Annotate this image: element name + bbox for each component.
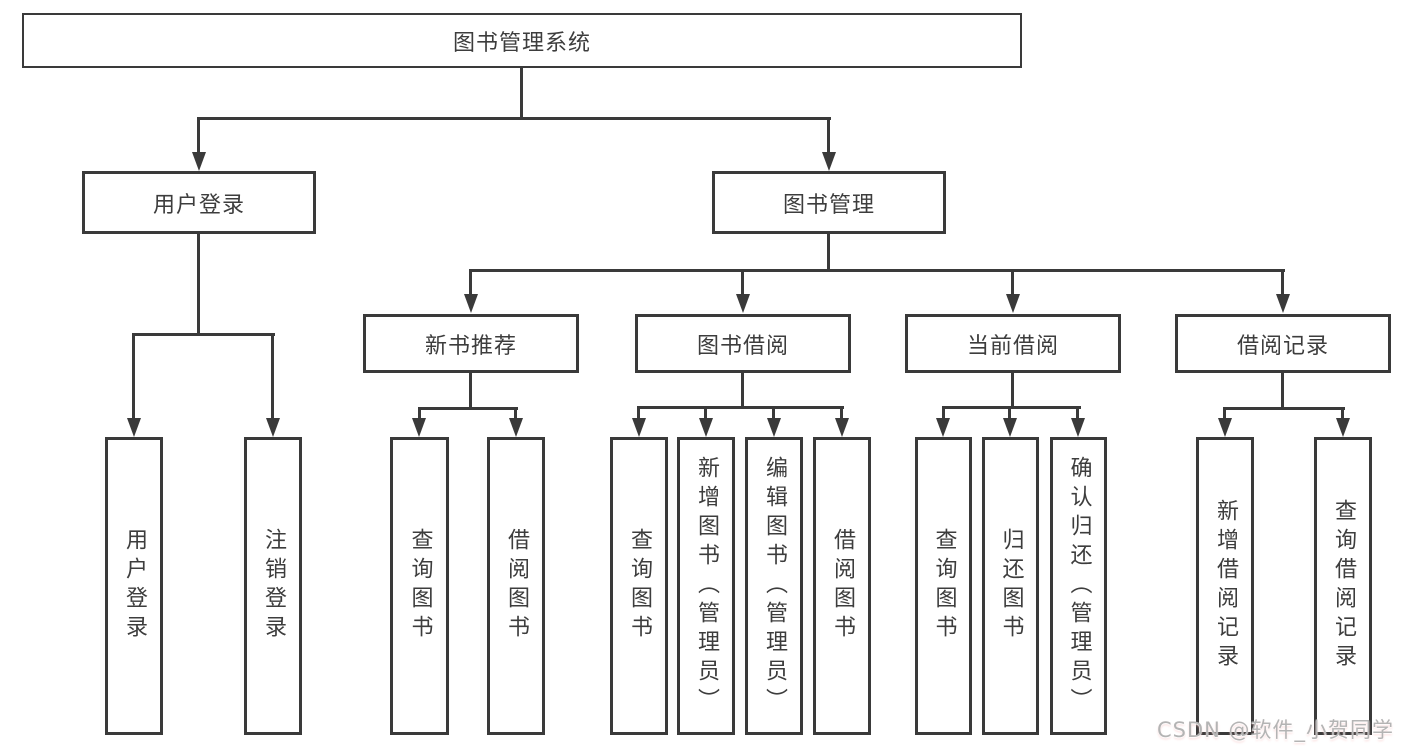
connector-currentborrow-vline	[1011, 373, 1014, 409]
arrowhead-down-icon	[1336, 418, 1350, 437]
arrowhead-down-icon	[192, 152, 206, 171]
leaf-label: 借阅图书	[504, 528, 529, 644]
node-library-management-system: 图书管理系统	[22, 13, 1022, 68]
connector-borrowrecord-stem-1	[1223, 407, 1226, 418]
connector-bookborrow-stem-4	[840, 406, 843, 418]
leaf-label: 查询借阅记录	[1331, 499, 1356, 673]
connector-bookborrow-stem-1	[637, 406, 640, 418]
arrowhead-down-icon	[1006, 294, 1020, 313]
arrowhead-down-icon	[127, 418, 141, 437]
node-current-borrowing: 当前借阅	[905, 314, 1121, 373]
arrowhead-down-icon	[509, 418, 523, 437]
leaf-return-books: 归还图书	[982, 437, 1039, 735]
connector-root-stem-right	[827, 117, 830, 153]
leaf-query-books-newbook: 查询图书	[390, 437, 449, 735]
node-user-login-branch: 用户登录	[82, 171, 316, 234]
leaf-logout: 注销登录	[244, 437, 302, 735]
leaf-label: 查询图书	[407, 528, 433, 644]
leaf-label: 查询图书	[931, 528, 957, 644]
arrowhead-down-icon	[822, 152, 836, 171]
node-book-borrowing: 图书借阅	[635, 314, 851, 373]
csdn-watermark: CSDN @软件_小贺同学	[1157, 718, 1395, 742]
connector-newbook-vline	[469, 373, 472, 410]
arrowhead-down-icon	[767, 418, 781, 437]
connector-bookborrow-stem-3	[772, 406, 775, 418]
leaf-add-borrow-record: 新增借阅记录	[1196, 437, 1254, 735]
leaf-label: 查询图书	[627, 528, 652, 644]
connector-userlogin-vline	[197, 232, 200, 336]
connector-borrowrecord-vline	[1281, 373, 1284, 410]
connector-bookmgmt-stem-3	[1011, 269, 1014, 296]
arrowhead-down-icon	[1003, 418, 1017, 437]
leaf-label: 编辑图书（管理员）	[762, 455, 787, 717]
arrowhead-down-icon	[936, 418, 950, 437]
node-label: 图书管理系统	[452, 30, 591, 56]
connector-bookborrow-stem-2	[704, 406, 707, 418]
node-borrowing-records: 借阅记录	[1175, 314, 1391, 373]
leaf-query-books-current: 查询图书	[915, 437, 972, 735]
leaf-confirm-return-admin: 确认归还（管理员）	[1050, 437, 1107, 735]
connector-bookmgmt-stem-4	[1281, 269, 1284, 296]
connector-borrowrecord-stem-2	[1341, 407, 1344, 418]
leaf-borrow-books-newbook: 借阅图书	[487, 437, 545, 735]
connector-bookborrow-hline	[637, 406, 844, 409]
connector-newbook-stem-1	[418, 407, 421, 418]
node-label: 图书借阅	[696, 333, 789, 359]
arrowhead-down-icon	[699, 418, 713, 437]
node-label: 图书管理	[782, 192, 875, 218]
leaf-label: 新增借阅记录	[1213, 499, 1238, 673]
leaf-label: 借阅图书	[830, 528, 855, 644]
connector-bookmgmt-stem-1	[469, 269, 472, 296]
leaf-label: 新增图书（管理员）	[694, 455, 719, 717]
arrowhead-down-icon	[266, 418, 280, 437]
leaf-borrow-books-borrow: 借阅图书	[813, 437, 871, 735]
node-book-management: 图书管理	[712, 171, 946, 234]
connector-root-vline	[520, 66, 523, 120]
arrowhead-down-icon	[1071, 418, 1085, 437]
leaf-label: 注销登录	[261, 528, 286, 644]
leaf-query-books-borrow: 查询图书	[610, 437, 668, 735]
connector-bookborrow-vline	[741, 373, 744, 409]
connector-borrowrecord-hline	[1223, 407, 1345, 410]
connector-currentborrow-stem-3	[1076, 406, 1079, 418]
leaf-edit-book-admin: 编辑图书（管理员）	[745, 437, 803, 735]
arrowhead-down-icon	[464, 294, 478, 313]
connector-userlogin-stem-1	[132, 333, 135, 418]
node-label: 当前借阅	[966, 333, 1059, 359]
leaf-label: 确认归还（管理员）	[1066, 455, 1092, 717]
connector-userlogin-hline	[132, 333, 275, 336]
arrowhead-down-icon	[736, 294, 750, 313]
arrowhead-down-icon	[632, 418, 646, 437]
node-label: 借阅记录	[1236, 333, 1329, 359]
connector-bookmgmt-vline	[827, 232, 830, 272]
node-new-book-recommend: 新书推荐	[363, 314, 579, 373]
arrowhead-down-icon	[412, 418, 426, 437]
connector-currentborrow-hline	[942, 406, 1081, 409]
connector-newbook-hline	[418, 407, 518, 410]
connector-newbook-stem-2	[514, 407, 517, 418]
connector-currentborrow-stem-1	[942, 406, 945, 418]
node-label: 新书推荐	[424, 333, 517, 359]
leaf-query-borrow-record: 查询借阅记录	[1314, 437, 1372, 735]
leaf-add-book-admin: 新增图书（管理员）	[677, 437, 735, 735]
leaf-label: 用户登录	[122, 528, 147, 644]
connector-userlogin-stem-2	[271, 333, 274, 418]
connector-currentborrow-stem-2	[1008, 406, 1011, 418]
arrowhead-down-icon	[835, 418, 849, 437]
leaf-label: 归还图书	[998, 528, 1024, 644]
connector-root-hline	[197, 117, 831, 120]
arrowhead-down-icon	[1276, 294, 1290, 313]
node-label: 用户登录	[152, 192, 245, 218]
connector-root-stem-left	[197, 117, 200, 153]
connector-bookmgmt-stem-2	[741, 269, 744, 296]
leaf-user-login: 用户登录	[105, 437, 163, 735]
arrowhead-down-icon	[1218, 418, 1232, 437]
connector-bookmgmt-hline	[469, 269, 1285, 272]
